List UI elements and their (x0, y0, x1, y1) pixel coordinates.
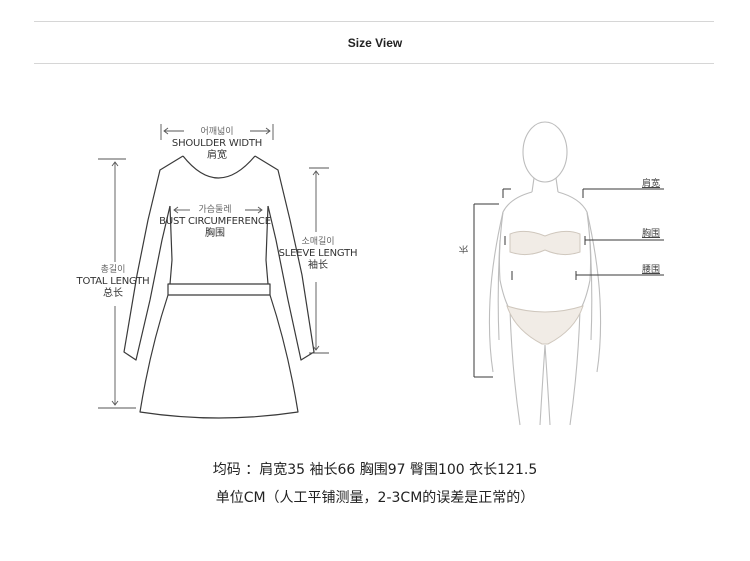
body-label-shoulder: 肩宽 (642, 179, 661, 189)
label-sleeve-length: 소매길이 SLEEVE LENGTH 袖长 (272, 236, 364, 272)
body-label-length: 长 (460, 244, 471, 255)
sleeve-zh: 袖长 (308, 260, 328, 271)
total-ko: 총길이 (100, 265, 126, 275)
dress-bodice-left (169, 205, 173, 285)
header-top-rule (34, 21, 714, 22)
figure-bra (509, 230, 581, 256)
total-en: TOTAL LENGTH (76, 276, 150, 287)
figure-head (522, 121, 568, 183)
dress-neckline (182, 155, 256, 179)
body-measure-lines (473, 188, 664, 378)
sleeve-en: SLEEVE LENGTH (278, 248, 358, 259)
dress-measure-lines (98, 124, 329, 409)
page-title: Size View (347, 36, 403, 50)
size-spec-line: 均码 ：肩宽35 袖长66 胸围97 臀围100 衣长121.5 (212, 462, 538, 478)
shoulder-en: SHOULDER WIDTH (171, 138, 263, 149)
bust-en: BUST CIRCUMFERENCE (159, 216, 271, 227)
bust-ko: 가슴둘레 (198, 205, 232, 215)
label-shoulder-width: 어깨넓이 SHOULDER WIDTH 肩宽 (159, 126, 275, 162)
label-total-length: 총길이 TOTAL LENGTH 总长 (70, 264, 156, 300)
measurement-note: 单位CM（人工平铺测量，2-3CM的误差是正常的） (215, 490, 535, 506)
dress-left-sleeve (123, 155, 184, 361)
header-bottom-rule (34, 63, 714, 64)
body-label-chest: 胸围 (642, 229, 661, 239)
total-zh: 总长 (103, 288, 123, 299)
label-bust: 가슴둘레 BUST CIRCUMFERENCE 胸围 (148, 204, 282, 240)
figure-briefs (506, 305, 584, 345)
shoulder-ko: 어깨넓이 (200, 127, 234, 137)
bust-zh: 胸围 (205, 228, 225, 239)
sleeve-ko: 소매길이 (301, 237, 335, 247)
body-label-hip: 腰围 (642, 265, 661, 275)
dress-illustration (123, 155, 315, 419)
dress-right-sleeve (254, 155, 315, 361)
dress-skirt (139, 294, 299, 419)
dress-waistband (167, 283, 271, 296)
body-figure (488, 121, 602, 426)
dress-bodice-right (265, 205, 269, 285)
shoulder-zh: 肩宽 (207, 150, 227, 161)
